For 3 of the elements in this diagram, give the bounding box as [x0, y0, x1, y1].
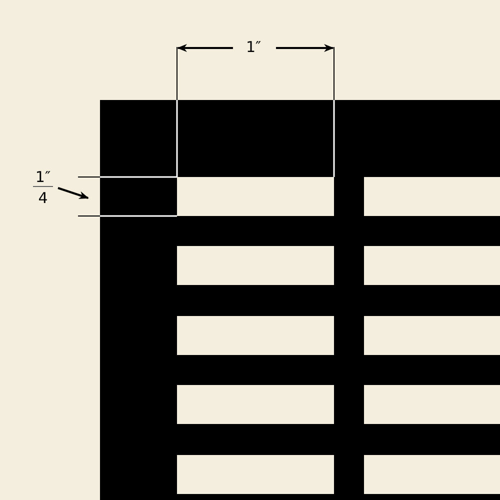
fraction-numerator: 1″	[33, 168, 53, 187]
fraction-denominator: 4	[37, 189, 49, 207]
dimension-label: 1″	[246, 38, 262, 56]
